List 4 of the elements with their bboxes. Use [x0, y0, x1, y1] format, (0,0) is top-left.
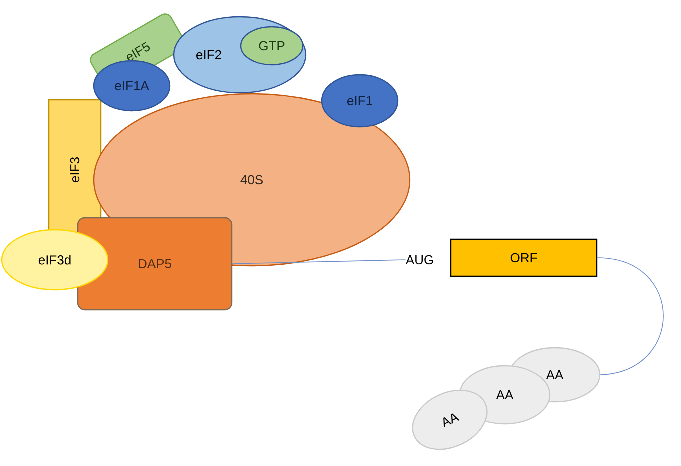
reading-frame-box: ORF [450, 238, 598, 278]
connector-line [232, 260, 406, 264]
protein-box: DAP5 [77, 217, 233, 311]
connector-line [597, 258, 664, 376]
